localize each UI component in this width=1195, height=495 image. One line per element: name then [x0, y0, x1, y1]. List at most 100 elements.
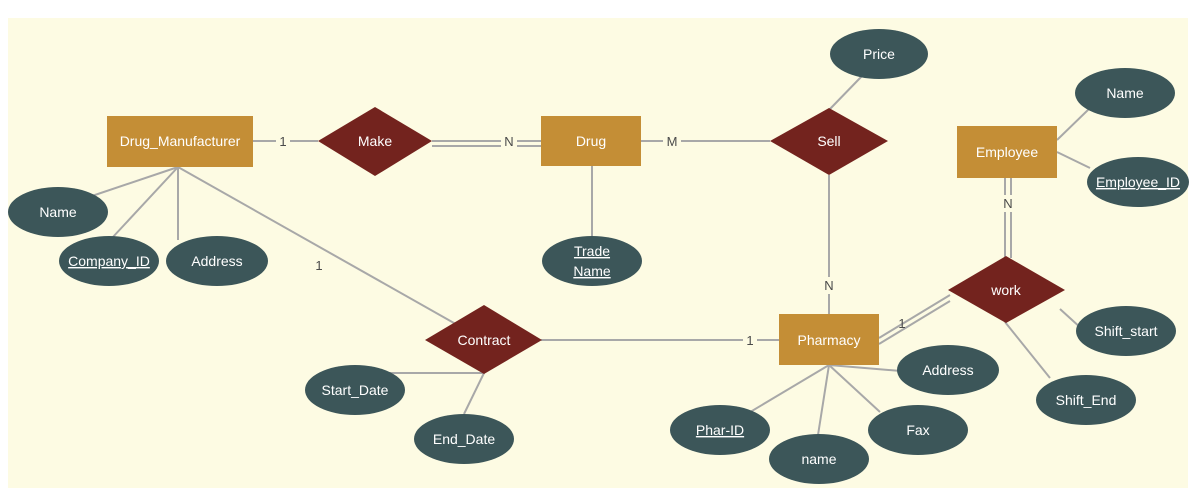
cardinality-bg	[1000, 195, 1016, 212]
attribute-ellipse	[1076, 306, 1176, 356]
attribute-label: Start_Date	[322, 382, 389, 398]
cardinality-labels: 1 N M N 1 1 N 1	[276, 133, 1016, 349]
attribute-ellipse	[1075, 68, 1175, 118]
attribute-ellipse	[305, 365, 405, 415]
pharmacy-address-line	[828, 364, 902, 372]
cardinality-manufacturer-contract: 1	[315, 258, 322, 273]
attribute-label: Shift_End	[1056, 392, 1117, 408]
attribute-manufacturer-name[interactable]: Name	[8, 187, 108, 237]
attribute-ellipse	[8, 187, 108, 237]
entity-employee[interactable]: Employee	[957, 126, 1057, 178]
attribute-ellipse	[830, 29, 928, 79]
employee-id-line	[1056, 151, 1091, 169]
entity-box	[107, 116, 253, 167]
manufacturer-contract-line	[177, 166, 485, 341]
cardinality-manufacturer-make: 1	[279, 134, 286, 149]
relationship-contract[interactable]: Contract	[425, 305, 542, 374]
relationship-work[interactable]: work	[948, 256, 1065, 323]
pharmacy-name-line	[817, 364, 830, 436]
attribute-label: Company_ID	[68, 253, 150, 269]
attribute-pharmacy-address[interactable]: Address	[897, 345, 999, 395]
attribute-ellipse	[868, 405, 968, 455]
cardinality-bg	[501, 133, 517, 150]
entity-box	[541, 116, 641, 166]
cardinality-bg	[663, 133, 681, 150]
attribute-label: Shift_start	[1094, 323, 1157, 339]
contract-enddate-line	[463, 372, 485, 415]
employee-name-line	[1056, 107, 1091, 141]
manufacturer-name-attr-line	[79, 166, 179, 201]
connectors	[79, 75, 1091, 436]
attribute-shift-start[interactable]: Shift_start	[1076, 306, 1176, 356]
attribute-ellipse	[670, 405, 770, 455]
attribute-label-line2: Name	[573, 263, 611, 279]
attribute-trade-name[interactable]: Trade Name	[542, 236, 642, 286]
attribute-employee-name[interactable]: Name	[1075, 68, 1175, 118]
relationship-label: Contract	[458, 332, 511, 348]
attribute-company-id[interactable]: Company_ID	[59, 236, 159, 286]
relationship-label: Sell	[817, 133, 840, 149]
entity-box	[957, 126, 1057, 178]
relationship-diamond	[318, 107, 432, 176]
attribute-ellipse	[897, 345, 999, 395]
cardinality-pharmacy-work: 1	[898, 316, 905, 331]
entity-label: Employee	[976, 144, 1038, 160]
relationship-label: work	[990, 282, 1022, 298]
relationship-diamond	[770, 108, 888, 175]
cardinality-drug-sell: M	[667, 134, 678, 149]
attribute-pharmacy-name[interactable]: name	[769, 434, 869, 484]
cardinality-sell-pharmacy: N	[824, 278, 833, 293]
cardinality-bg	[312, 257, 326, 274]
attribute-label: End_Date	[433, 431, 495, 447]
attribute-ellipse	[1036, 375, 1136, 425]
attribute-end-date[interactable]: End_Date	[414, 414, 514, 464]
attribute-fax[interactable]: Fax	[868, 405, 968, 455]
attribute-label: name	[801, 451, 836, 467]
attribute-label: Phar-ID	[696, 422, 744, 438]
entity-label: Drug_Manufacturer	[120, 133, 241, 149]
attribute-phar-id[interactable]: Phar-ID	[670, 405, 770, 455]
attribute-label: Employee_ID	[1096, 174, 1180, 190]
attribute-label: Fax	[906, 422, 929, 438]
entity-drug[interactable]: Drug	[541, 116, 641, 166]
relationship-diamond	[425, 305, 542, 374]
cardinality-employee-work: N	[1003, 196, 1012, 211]
pharmacy-fax-line	[828, 364, 881, 413]
attribute-ellipse	[542, 236, 642, 286]
manufacturer-companyid-attr-line	[111, 166, 179, 239]
entity-drug-manufacturer[interactable]: Drug_Manufacturer	[107, 116, 253, 167]
attribute-label: Address	[922, 362, 973, 378]
attribute-start-date[interactable]: Start_Date	[305, 365, 405, 415]
attribute-employee-id[interactable]: Employee_ID	[1087, 157, 1189, 207]
attribute-ellipse	[1087, 157, 1189, 207]
entity-pharmacy[interactable]: Pharmacy	[779, 314, 879, 365]
attribute-ellipse	[769, 434, 869, 484]
attribute-price[interactable]: Price	[830, 29, 928, 79]
relationship-sell[interactable]: Sell	[770, 108, 888, 175]
relationship-diamond	[948, 256, 1065, 323]
relationship-label: Make	[358, 133, 392, 149]
pharmacy-work-line-double	[878, 300, 951, 345]
sell-price-line	[828, 75, 863, 111]
attribute-ellipse	[59, 236, 159, 286]
attribute-shift-end[interactable]: Shift_End	[1036, 375, 1136, 425]
attribute-label: Name	[1106, 85, 1144, 101]
relationship-make[interactable]: Make	[318, 107, 432, 176]
attribute-label: Address	[191, 253, 242, 269]
attribute-label-line1: Trade	[574, 243, 610, 259]
entity-box	[779, 314, 879, 365]
entity-label: Drug	[576, 133, 606, 149]
pharmacy-work-line	[878, 294, 951, 339]
cardinality-bg	[821, 277, 837, 294]
cardinality-make-drug: N	[504, 134, 513, 149]
work-shiftend-line	[1004, 321, 1051, 379]
cardinality-bg	[743, 332, 757, 349]
attribute-ellipse	[414, 414, 514, 464]
entity-label: Pharmacy	[797, 332, 860, 348]
cardinality-contract-pharmacy: 1	[746, 333, 753, 348]
attribute-ellipse	[166, 236, 268, 286]
cardinality-bg	[276, 133, 290, 150]
attribute-manufacturer-address[interactable]: Address	[166, 236, 268, 286]
attribute-label: Price	[863, 46, 895, 62]
